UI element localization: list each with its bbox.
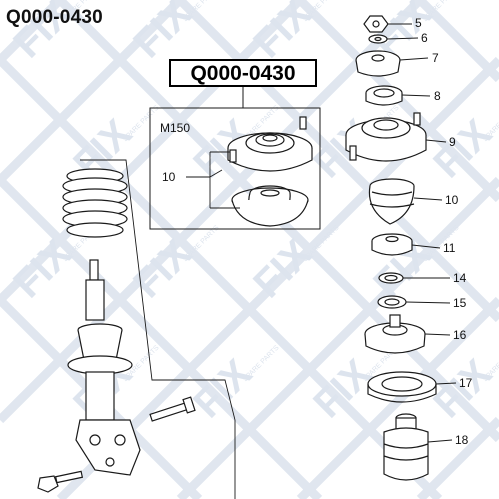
callout-6: 6: [421, 31, 428, 45]
callout-14: 14: [453, 271, 467, 285]
callout-15: 15: [453, 296, 467, 310]
part-16-spring-seat: [364, 314, 426, 354]
watermark-tagline: SPARE PARTS: [122, 104, 161, 143]
page-title: Q000-0430: [6, 7, 103, 28]
part-11-boot: [371, 233, 413, 256]
part-18-dust-boot: [383, 413, 429, 481]
part-number-callout: Q000-0430: [169, 59, 317, 87]
callout-9: 9: [449, 135, 456, 149]
watermark-tagline: SPARE PARTS: [482, 104, 499, 143]
watermark-brand: FIX: [125, 231, 200, 306]
inset-top-mount: [227, 116, 313, 172]
callout-5: 5: [415, 16, 422, 30]
watermark-tagline: SPARE PARTS: [482, 344, 499, 383]
variant-label: M150: [160, 121, 191, 135]
callout-18: 18: [455, 433, 469, 447]
callout-10: 10: [445, 193, 459, 207]
part-9-top-mount: [345, 112, 427, 162]
callout-17: 17: [459, 376, 473, 390]
part-6-washer: [368, 34, 388, 44]
lower-nut-bolt: [37, 470, 84, 493]
leader-lines: [80, 23, 457, 499]
callout-7: 7: [432, 51, 439, 65]
part-7-upper-plate: [355, 50, 401, 77]
coil-spring: [62, 168, 128, 238]
strut-assembly: [67, 259, 141, 476]
inset-callout-10: 10: [162, 170, 176, 184]
part-5-nut: [363, 15, 389, 33]
inset-bump-stop: [231, 185, 309, 227]
part-17-spring-pad: [367, 371, 437, 403]
callout-16: 16: [453, 328, 467, 342]
part-15-ring: [377, 295, 407, 309]
watermark-brand: FIX: [245, 231, 320, 306]
part-14-ring: [378, 272, 404, 284]
part-10-bump-stop: [368, 178, 415, 225]
part-8-bearing: [365, 85, 403, 106]
watermark-tagline: SPARE PARTS: [242, 344, 281, 383]
callout-11: 11: [443, 241, 456, 255]
callout-8: 8: [434, 89, 441, 103]
watermark-brand: FIX: [5, 231, 80, 306]
variant-frame: [149, 107, 321, 230]
mounting-bolt: [149, 396, 196, 422]
